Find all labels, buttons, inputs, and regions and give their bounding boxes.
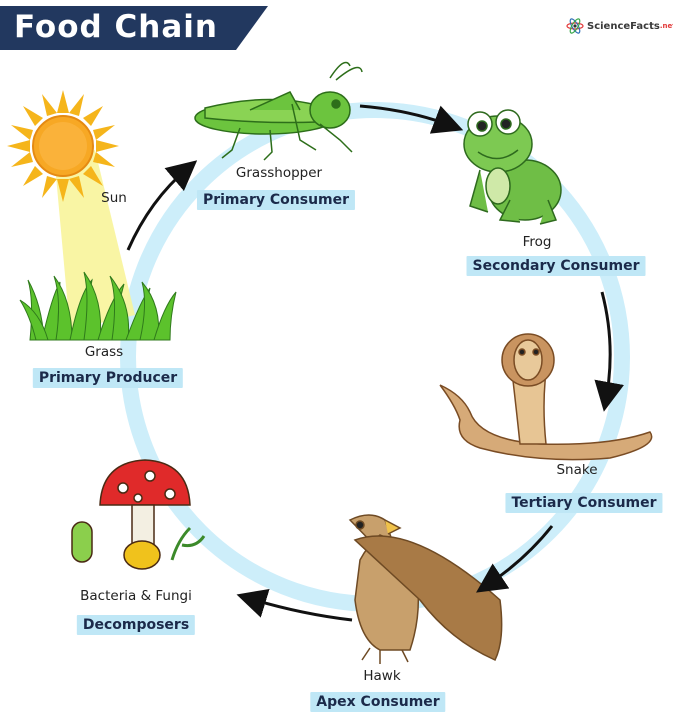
hawk-role-badge: Apex Consumer bbox=[310, 692, 445, 712]
decomposers-name: Bacteria & Fungi bbox=[80, 588, 192, 604]
arrow-frog-to-snake bbox=[602, 292, 610, 400]
sciencefacts-logo: ScienceFacts .net bbox=[566, 16, 673, 36]
title-banner: Food Chain bbox=[0, 6, 268, 50]
page-title: Food Chain bbox=[14, 9, 218, 45]
grass-role-badge: Primary Producer bbox=[33, 368, 183, 388]
frog-name: Frog bbox=[523, 234, 552, 250]
grasshopper-name: Grasshopper bbox=[236, 165, 322, 181]
sun-illustration bbox=[7, 90, 119, 202]
snake-name: Snake bbox=[556, 462, 597, 478]
grasshopper-illustration bbox=[195, 62, 362, 160]
frog-illustration bbox=[464, 110, 561, 224]
atom-icon bbox=[566, 17, 584, 35]
hawk-name: Hawk bbox=[363, 668, 400, 684]
frog-role-badge: Secondary Consumer bbox=[467, 256, 646, 276]
hawk-illustration bbox=[350, 515, 502, 664]
logo-suffix: .net bbox=[660, 22, 673, 30]
snake-role-badge: Tertiary Consumer bbox=[505, 493, 662, 513]
decomposers-role-badge: Decomposers bbox=[77, 615, 195, 635]
grasshopper-role-badge: Primary Consumer bbox=[197, 190, 355, 210]
logo-text: ScienceFacts bbox=[587, 21, 660, 32]
sun-name: Sun bbox=[101, 190, 127, 206]
grass-name: Grass bbox=[85, 344, 123, 360]
